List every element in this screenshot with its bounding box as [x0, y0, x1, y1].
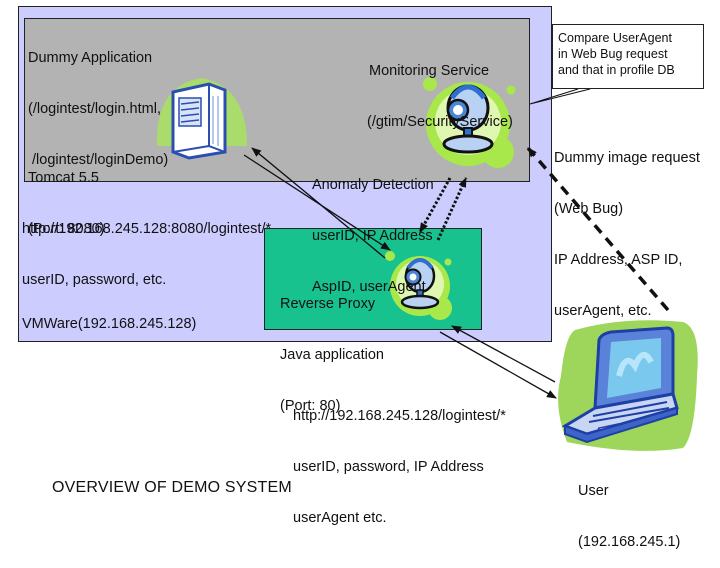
label-line: Java application — [280, 347, 384, 363]
compare-useragent-callout: Compare UserAgent in Web Bug request and… — [552, 24, 704, 89]
anomaly-response-arrow — [436, 177, 468, 241]
label-line: userAgent etc. — [293, 510, 387, 526]
reverse-proxy-label: Reverse Proxy Java application (Port: 80… — [280, 262, 384, 432]
label-line: userID, IP Address — [312, 228, 433, 244]
label-line: User — [578, 483, 609, 499]
dummy-application-label: Dummy Application (/logintest/login.html… — [28, 16, 168, 186]
anomaly-detection-label: Anomaly Detection userID, IP Address Asp… — [312, 143, 434, 313]
web-bug-arrow — [526, 146, 670, 312]
label-line: Monitoring Service — [369, 63, 490, 79]
label-line: userID, password, etc. — [22, 272, 167, 288]
monitoring-service-label: Monitoring Service (/gtim/SecurityServic… — [367, 29, 513, 148]
user-label: User (192.168.245.1) — [578, 449, 680, 568]
webcam-icon — [423, 77, 516, 168]
callout-line: in Web Bug request — [558, 47, 668, 61]
label-line: (Port: 80) — [280, 398, 341, 414]
diagram-title: OVERVIEW OF DEMO SYSTEM — [52, 479, 292, 496]
callout-line: and that in profile DB — [558, 63, 675, 77]
connector-layer — [243, 88, 670, 399]
tomcat-label: Tomcat 5.5 (Port: 8080) — [28, 136, 105, 255]
label-line: userAgent, etc. — [554, 303, 652, 319]
label-line: userID, password, IP Address — [293, 459, 484, 475]
response-arrow-to-user — [439, 331, 557, 399]
external-request-label: http://192.168.245.128/logintest/* userI… — [293, 374, 506, 544]
label-line: IP Address, ASP ID, — [554, 252, 683, 268]
label-line: (192.168.245.1) — [578, 534, 681, 550]
label-line: http://192.168.245.128:8080/logintest/* — [22, 221, 272, 237]
label-line: Anomaly Detection — [312, 177, 434, 193]
webcam-icon — [385, 251, 452, 320]
web-bug-label: Dummy image request (Web Bug) IP Address… — [554, 116, 700, 337]
label-line: Reverse Proxy — [280, 296, 376, 312]
callout-pointer — [529, 88, 591, 105]
request-arrow-to-proxy-from-user — [451, 325, 556, 383]
label-line: (/logintest/login.html, — [28, 101, 161, 117]
label-line: /logintest/loginDemo) — [28, 152, 169, 168]
label-line: AspID, userAgent — [312, 279, 426, 295]
internal-request-label: http://192.168.245.128:8080/logintest/* … — [22, 187, 271, 306]
label-line: (Port: 8080) — [28, 221, 105, 237]
label-line: (Web Bug) — [554, 201, 624, 217]
label-line: Dummy Application — [28, 50, 153, 66]
callout-line: Compare UserAgent — [558, 31, 672, 45]
label-line: Dummy image request — [554, 150, 700, 166]
server-icon — [156, 78, 247, 160]
laptop-icon — [558, 320, 698, 451]
label-line: (/gtim/SecurityService) — [367, 114, 513, 130]
vmware-label: VMWare(192.168.245.128) — [22, 316, 197, 332]
anomaly-query-arrow — [418, 177, 452, 233]
response-arrow-to-server — [251, 147, 386, 259]
label-line: http://192.168.245.128/logintest/* — [293, 408, 506, 424]
label-line: Tomcat 5.5 — [28, 170, 99, 186]
